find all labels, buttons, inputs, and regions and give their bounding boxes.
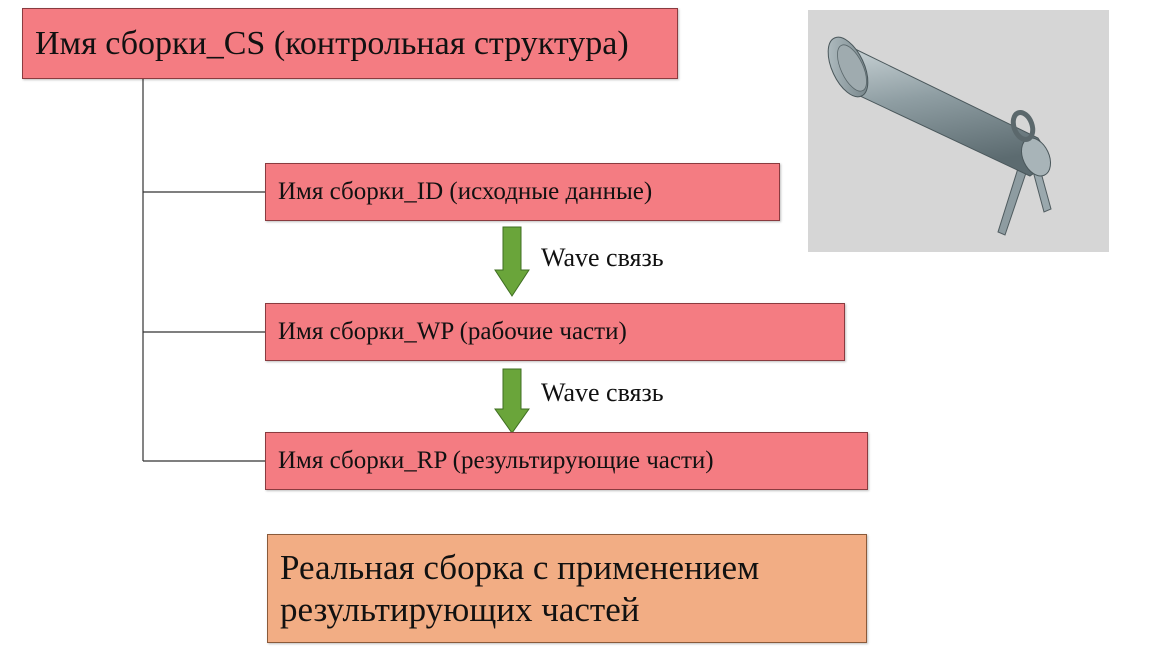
clevis-pin-with-cotter-pin-icon bbox=[827, 36, 1052, 236]
real-assembly-box: Реальная сборка с применением результиру… bbox=[267, 534, 867, 643]
wave-arrow-1 bbox=[494, 226, 530, 297]
working-parts-label: Имя сборки_WP (рабочие части) bbox=[278, 318, 627, 345]
resulting-parts-box: Имя сборки_RP (результирующие части) bbox=[265, 432, 868, 490]
control-structure-box: Имя сборки_CS (контрольная структура) bbox=[22, 8, 678, 79]
wave-arrow-2 bbox=[494, 368, 530, 434]
assembly-render-panel bbox=[808, 10, 1109, 252]
wave-link-label-2: Wave связь bbox=[541, 378, 664, 407]
control-structure-label: Имя сборки_CS (контрольная структура) bbox=[35, 24, 629, 62]
wave-link-label-1: Wave связь bbox=[541, 243, 664, 272]
working-parts-box: Имя сборки_WP (рабочие части) bbox=[265, 303, 845, 361]
resulting-parts-label: Имя сборки_RP (результирующие части) bbox=[278, 447, 714, 474]
initial-data-label: Имя сборки_ID (исходные данные) bbox=[278, 178, 653, 205]
initial-data-box: Имя сборки_ID (исходные данные) bbox=[265, 163, 780, 221]
real-assembly-label: Реальная сборка с применением результиру… bbox=[280, 547, 760, 629]
